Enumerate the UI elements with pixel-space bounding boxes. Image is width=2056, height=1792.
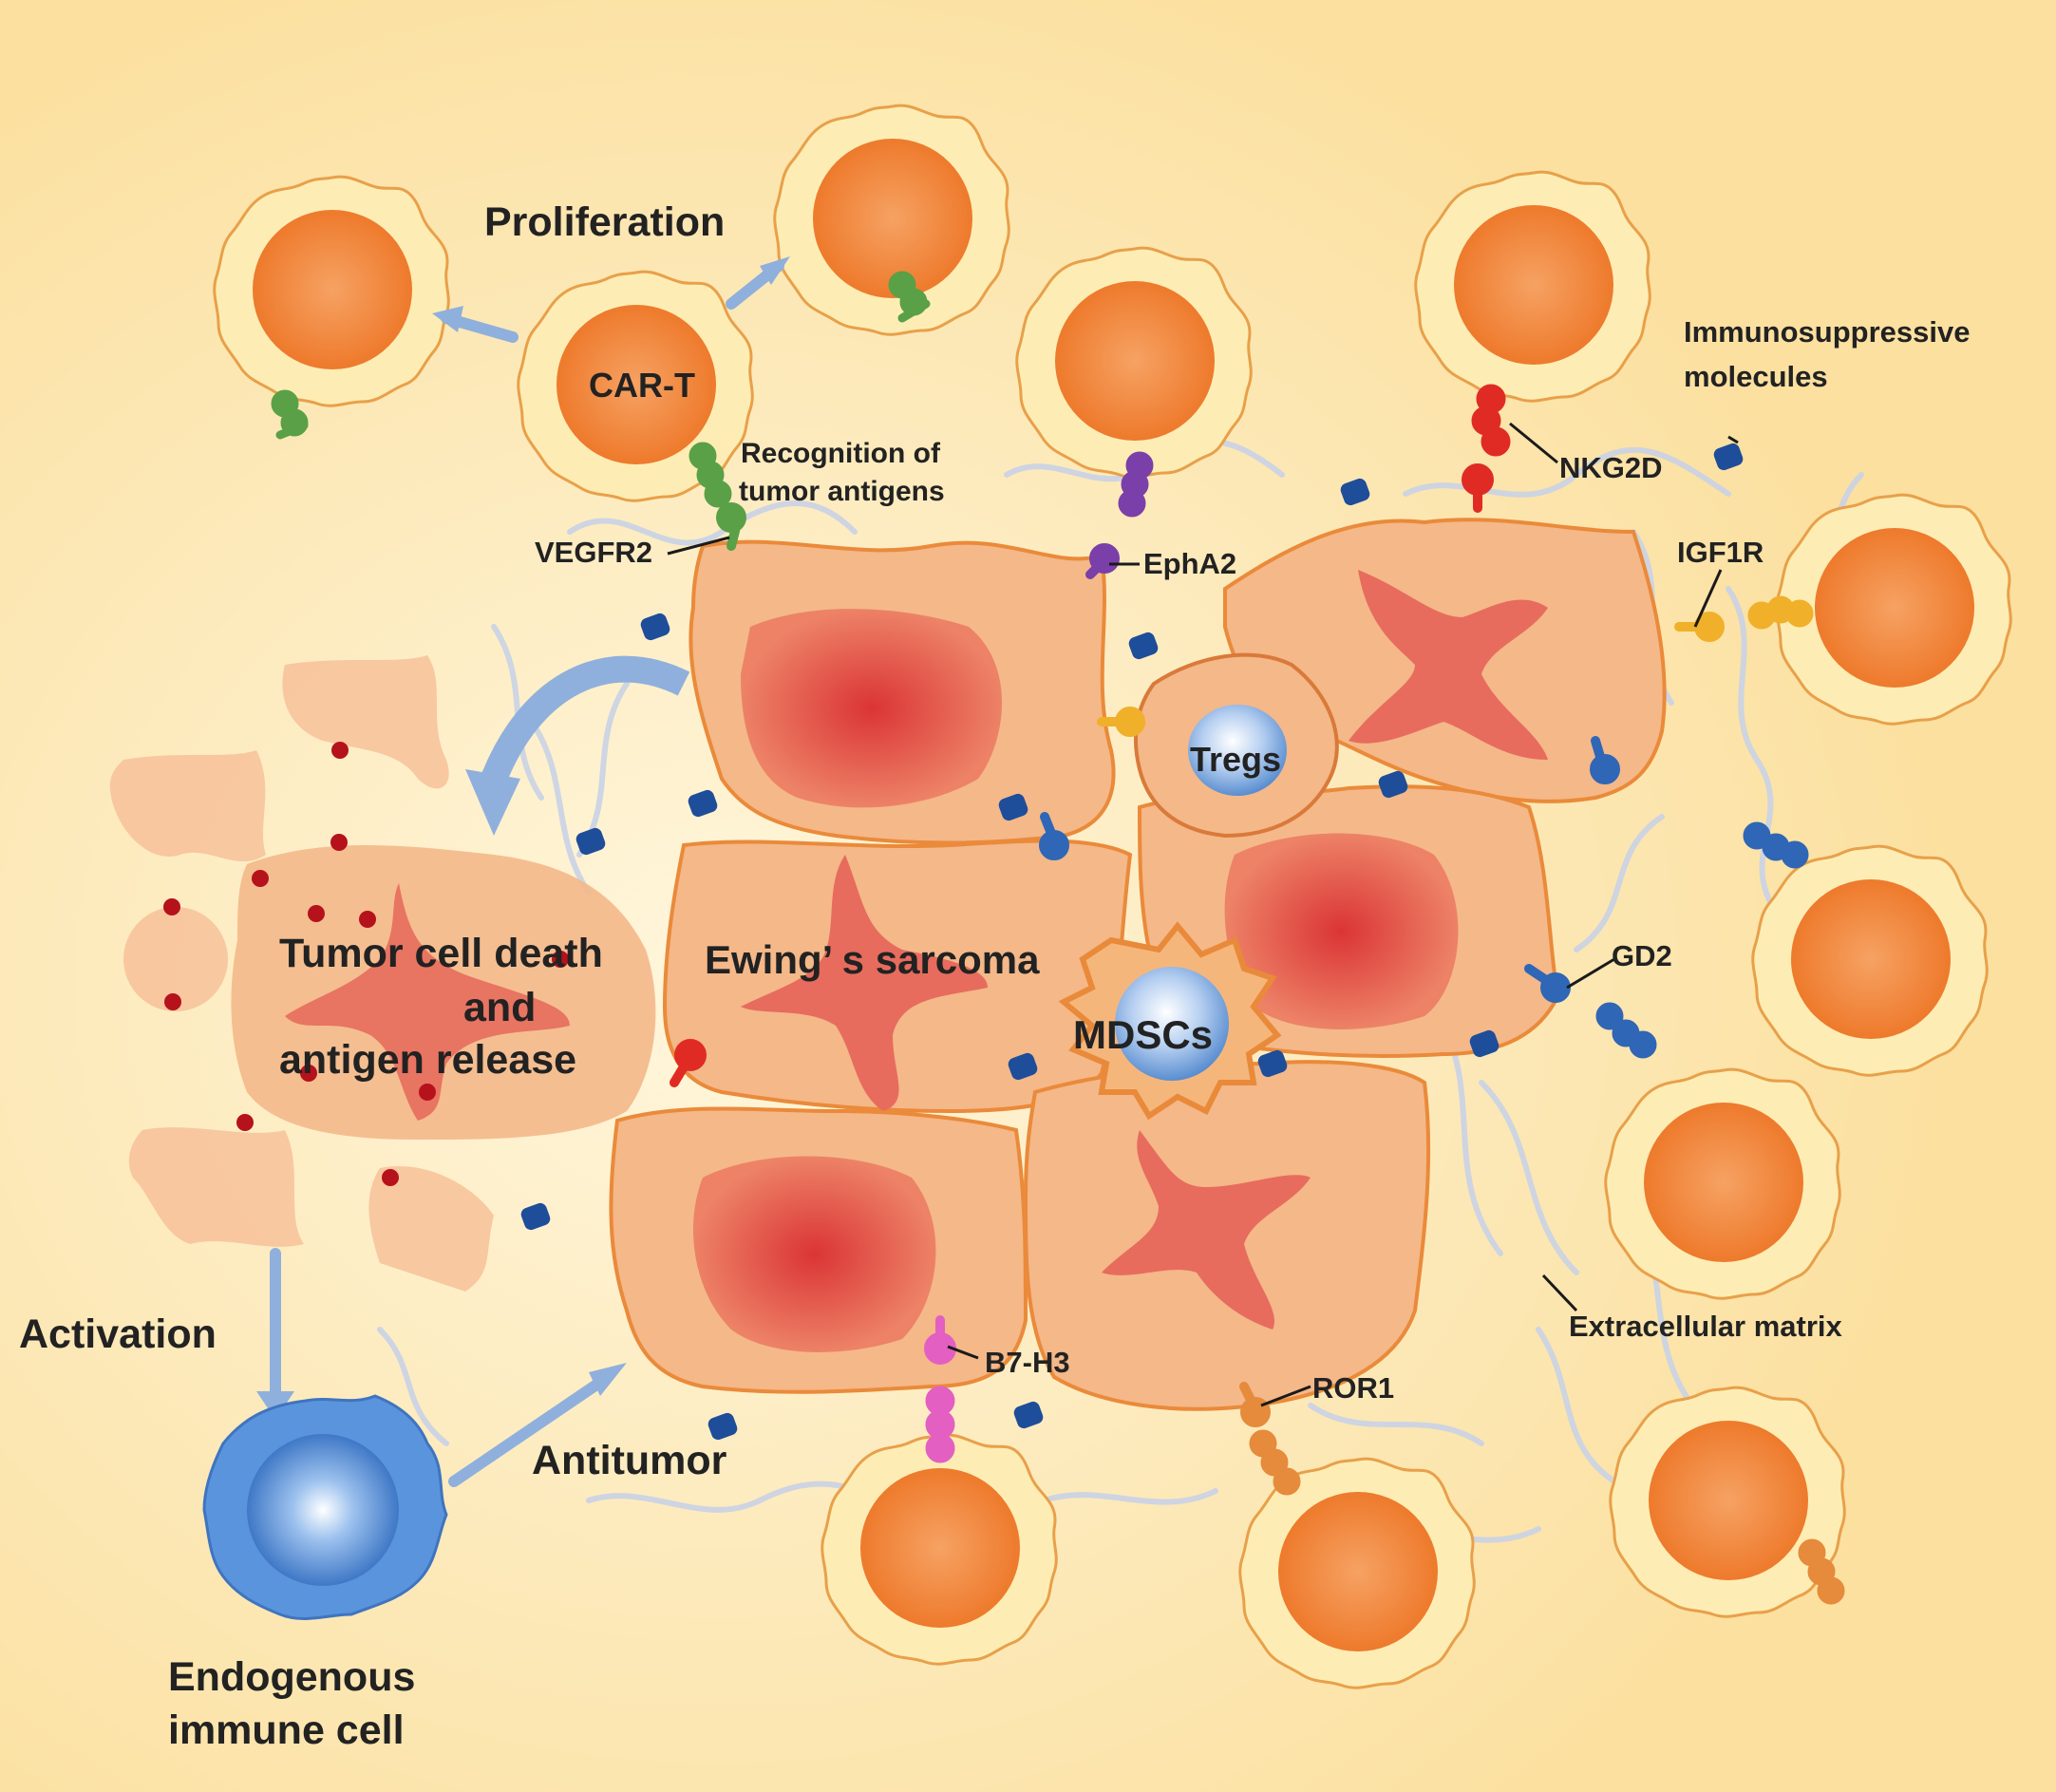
epha2-label: EphA2	[1143, 547, 1236, 580]
leader-lines	[667, 422, 1739, 1407]
tumor-cell-cluster	[609, 518, 1667, 1411]
immunosuppressive-label-line2: molecules	[1684, 360, 1828, 393]
car-t-cell	[1604, 1067, 1841, 1300]
tumor-cell-debris	[109, 655, 656, 1292]
process-arrows	[256, 256, 790, 1487]
nkg2d-label: NKG2D	[1559, 451, 1663, 484]
tumor-death-label-line3: antigen release	[279, 1037, 576, 1083]
car-t-cell	[821, 1433, 1058, 1666]
b7-h3-label: B7-H3	[985, 1346, 1070, 1379]
released-antigens	[163, 742, 569, 1186]
extracellular-matrix-label: Extracellular matrix	[1569, 1310, 1843, 1343]
tumor-death-label-line2: and	[463, 985, 536, 1030]
endogenous-label-line1: Endogenous	[168, 1654, 415, 1700]
car-receptors	[271, 271, 1845, 1605]
kill-arrow	[481, 655, 690, 784]
car-t-cell	[773, 104, 1010, 336]
tumor-death-label-line1: Tumor cell death	[279, 931, 603, 976]
recognition-label-line2: tumor antigens	[739, 476, 945, 507]
antitumor-arrow	[448, 1371, 613, 1487]
antitumor-label: Antitumor	[532, 1438, 727, 1483]
labels: Proliferation CAR-T Recognition of tumor…	[19, 199, 1970, 1753]
car-t-cell	[1751, 844, 1989, 1077]
endogenous-label-line2: immune cell	[168, 1707, 405, 1753]
car-t-cell	[1609, 1386, 1846, 1618]
car-t-cell	[1414, 170, 1651, 403]
endogenous-immune-cell	[202, 1394, 448, 1620]
recognition-label-line1: Recognition of	[741, 438, 941, 469]
vegfr2-label: VEGFR2	[535, 536, 652, 569]
activation-label: Activation	[19, 1311, 217, 1357]
gd2-label: GD2	[1612, 939, 1672, 972]
mdscs-label: MDSCs	[1073, 1012, 1213, 1057]
igf1r-label: IGF1R	[1677, 536, 1764, 569]
immunosuppressive-label-line1: Immunosuppressive	[1684, 315, 1970, 349]
ror1-label: ROR1	[1312, 1371, 1394, 1405]
car-t-cell	[1238, 1457, 1476, 1689]
tregs-label: Tregs	[1190, 740, 1281, 779]
ewing-sarcoma-label: Ewing’ s sarcoma	[705, 937, 1040, 982]
car-t-cell	[1015, 246, 1253, 479]
car-t-cell	[213, 175, 450, 407]
proliferation-label: Proliferation	[484, 199, 725, 245]
car-t-label: CAR-T	[589, 366, 695, 405]
